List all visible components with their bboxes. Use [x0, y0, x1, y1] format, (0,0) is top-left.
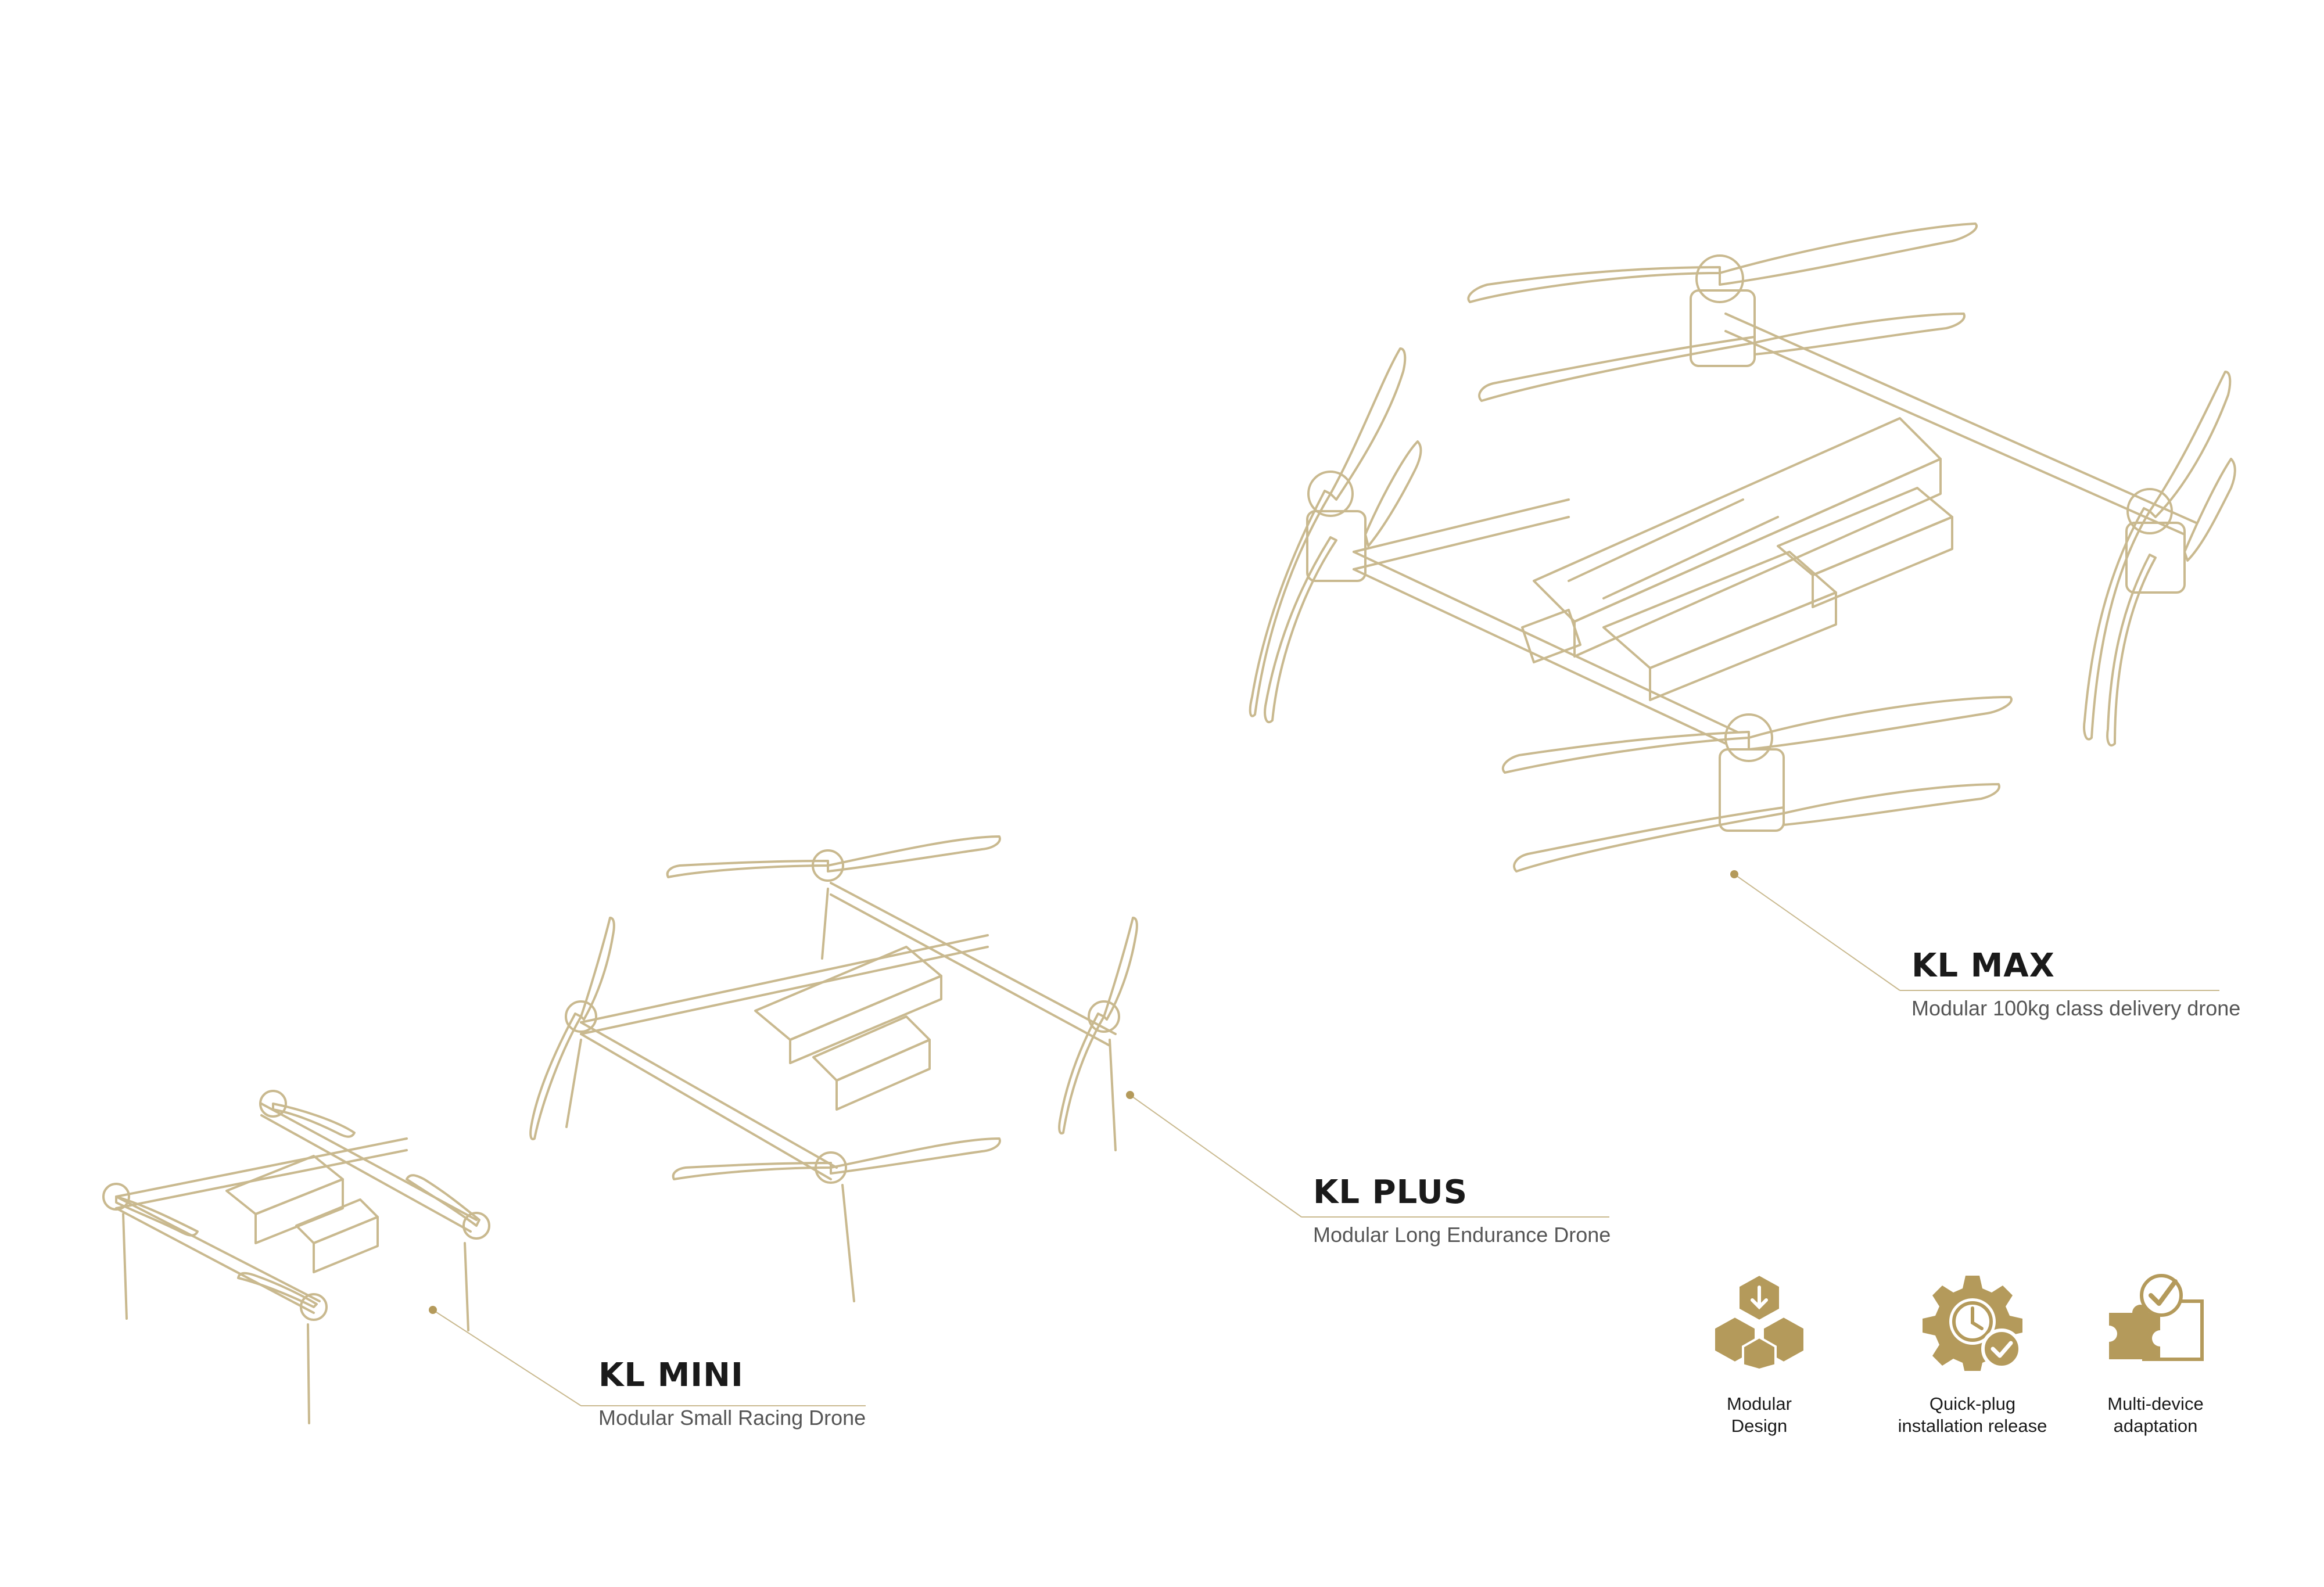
modular-design-line2: Design: [1731, 1416, 1788, 1436]
kl-mini-title: KL MINI: [598, 1356, 744, 1394]
multi-device-line2: adaptation: [2113, 1416, 2198, 1436]
kl-max-description: Modular 100kg class delivery drone: [1911, 996, 2241, 1020]
kl-max-label: KL MAX Modular 100kg class delivery dron…: [1911, 947, 2240, 1021]
hexagon-modules-icon: [1713, 1273, 1806, 1371]
kl-plus-description: Modular Long Endurance Drone: [1313, 1223, 1611, 1247]
multi-device-line1: Multi-device: [2107, 1394, 2204, 1414]
kl-plus-label: KL PLUS Modular Long Endurance Drone: [1313, 1173, 1611, 1247]
kl-plus-title: KL PLUS: [1313, 1173, 1468, 1211]
feature-multi-device: Multi-device adaptation: [2063, 1272, 2248, 1437]
kl-max-title: KL MAX: [1911, 947, 2055, 985]
quick-plug-line1: Quick-plug: [1929, 1394, 2016, 1414]
kl-mini-label: KL MINI Modular Small Racing Drone: [598, 1356, 866, 1430]
gear-clock-check-icon: [1923, 1276, 2022, 1371]
kl-mini-description: Modular Small Racing Drone: [598, 1406, 866, 1430]
feature-quick-plug: Quick-plug installation release: [1880, 1272, 2065, 1437]
modular-design-line1: Modular: [1727, 1394, 1792, 1414]
feature-modular-design: Modular Design: [1666, 1272, 1852, 1437]
puzzle-check-icon: [2109, 1274, 2204, 1361]
quick-plug-line2: installation release: [1898, 1416, 2047, 1436]
